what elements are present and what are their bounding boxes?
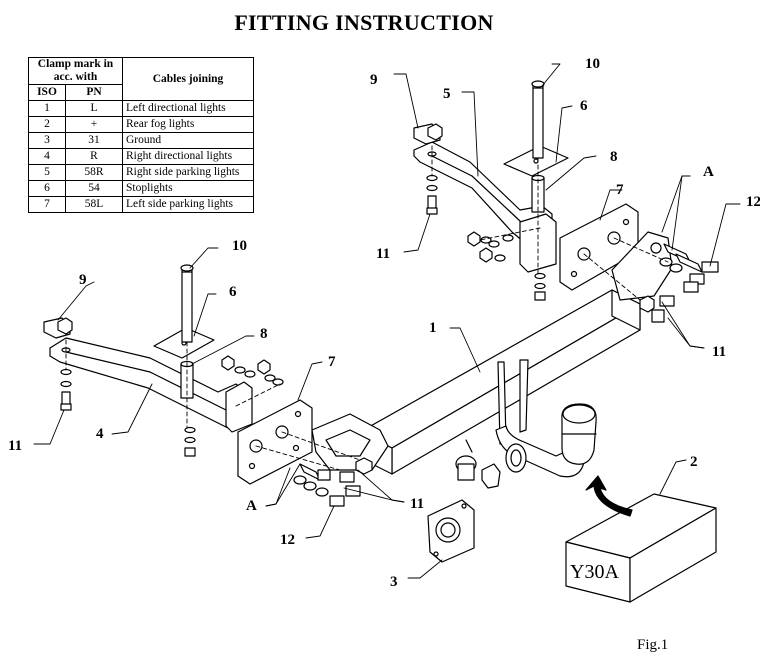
cell-pn: 58R [65, 164, 123, 181]
small-bracket-part-9-left [43, 317, 73, 339]
package-box-label: Y30A [570, 561, 619, 583]
header-pn: PN [65, 84, 123, 101]
long-bolt-part-10-left [180, 264, 194, 343]
cell-pn: 58L [65, 196, 123, 213]
page-title: FITTING INSTRUCTION [234, 10, 494, 35]
cell-cable: Right directional lights [122, 148, 254, 165]
callout-1: 1 [429, 320, 437, 336]
callout-3: 3 [390, 574, 398, 590]
callout-4: 4 [96, 426, 104, 442]
callout-10-right: 10 [585, 56, 600, 72]
assembly-guide-lines [65, 145, 669, 471]
callout-7-right: 7 [616, 182, 624, 198]
cell-cable: Left side parking lights [122, 196, 254, 213]
socket-part-3 [427, 499, 475, 563]
bolt-group-left [293, 457, 373, 507]
nut-stack-right [534, 272, 546, 301]
callout-11-right-bottom: 11 [712, 344, 726, 360]
figure-label: Fig.1 [637, 637, 669, 653]
callout-5: 5 [443, 86, 451, 102]
washer-row-right-arm [467, 231, 514, 263]
callout-7-left: 7 [328, 354, 336, 370]
header-cables-joining: Cables joining [122, 57, 254, 101]
cable-joining-table: Clamp mark in acc. with Cables joining I… [28, 57, 254, 213]
callout-12-left: 12 [280, 532, 295, 548]
callout-9-right: 9 [370, 72, 378, 88]
tow-hook-assembly [495, 359, 597, 478]
nut-stack-left [184, 426, 196, 457]
clamp-plate-part-6-left [153, 327, 215, 359]
side-plate-part-7-left [237, 399, 313, 485]
callout-12-right: 12 [746, 194, 760, 210]
cell-cable: Right side parking lights [122, 164, 254, 181]
small-bolt-right [426, 174, 438, 215]
long-bolt-part-10-right [531, 80, 545, 159]
callout-6-left: 6 [229, 284, 237, 300]
callout-A-right: A [703, 164, 714, 180]
callout-9-left: 9 [79, 272, 87, 288]
small-bracket-part-9-right [413, 123, 443, 145]
callout-6-right: 6 [580, 98, 588, 114]
washer-row-left-arm [221, 355, 284, 386]
callout-11-left: 11 [8, 438, 22, 454]
cell-cable: Stoplights [122, 180, 254, 197]
bolt-group-right [639, 243, 719, 323]
leader-lines [33, 63, 741, 579]
callout-10-left: 10 [232, 238, 247, 254]
connector-plug [455, 439, 501, 489]
table-header-row: Clamp mark in acc. with Cables joining [28, 57, 254, 101]
callout-8-left: 8 [260, 326, 268, 342]
callout-8-right: 8 [610, 149, 618, 165]
callout-A-left: A [246, 498, 257, 514]
callout-11-center: 11 [410, 496, 424, 512]
small-bolt-left [60, 368, 72, 411]
clamp-plate-part-6-right [503, 145, 569, 177]
arm-end-bracket-left [225, 381, 253, 433]
header-clamp-mark: Clamp mark in acc. with [28, 57, 123, 85]
mount-bracket-left [311, 413, 389, 471]
curved-arrow-icon [585, 475, 633, 517]
callout-11-right-top: 11 [376, 246, 390, 262]
callout-2: 2 [690, 454, 698, 470]
package-box-part-2: Y30A [565, 493, 717, 603]
